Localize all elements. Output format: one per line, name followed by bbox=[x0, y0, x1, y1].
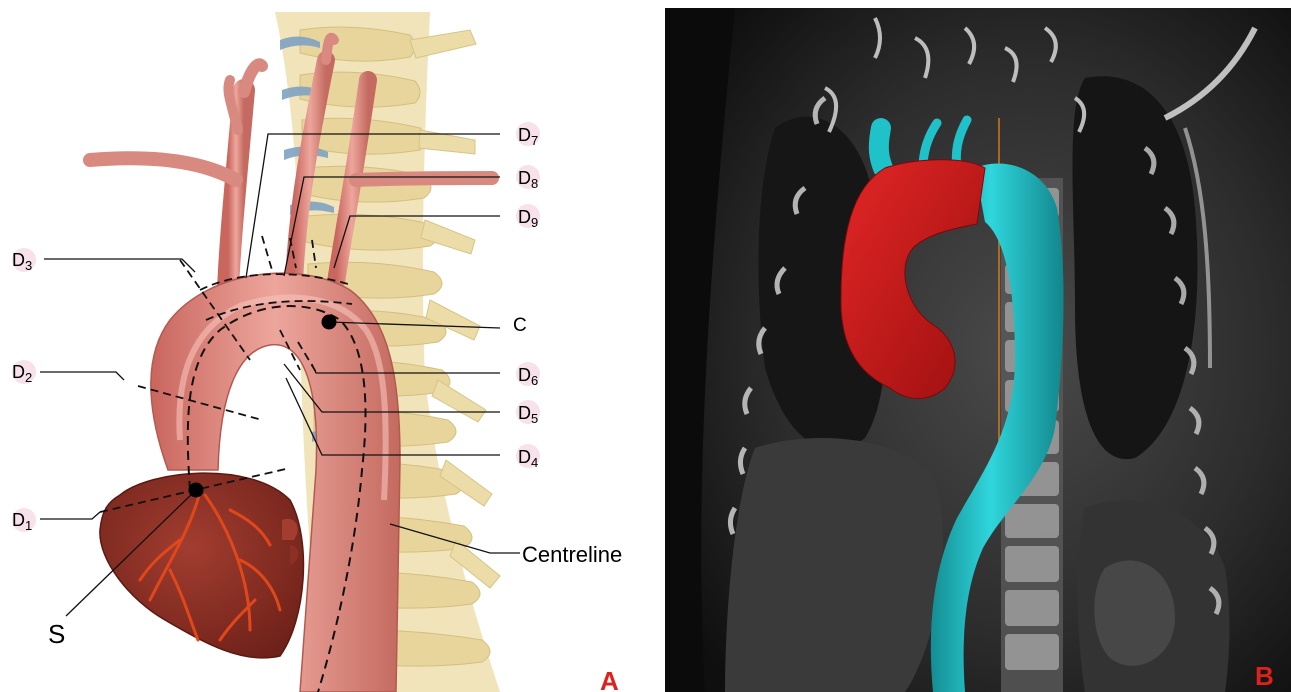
label-d9: D 9 bbox=[516, 204, 540, 230]
ct-segmentation: B bbox=[665, 8, 1291, 692]
label-d1: D 1 bbox=[12, 508, 36, 533]
svg-text:D: D bbox=[518, 403, 531, 423]
label-d6: D 6 bbox=[516, 362, 540, 388]
svg-text:5: 5 bbox=[531, 411, 538, 426]
label-d8: D 8 bbox=[516, 165, 540, 191]
svg-text:D: D bbox=[518, 365, 531, 385]
svg-text:8: 8 bbox=[531, 176, 538, 191]
label-d4: D 4 bbox=[516, 444, 540, 470]
svg-text:6: 6 bbox=[531, 373, 538, 388]
panel-label-b: B bbox=[1255, 661, 1274, 691]
heart bbox=[100, 473, 304, 658]
label-s: S bbox=[48, 619, 65, 649]
label-centreline: Centreline bbox=[522, 542, 622, 567]
svg-text:D: D bbox=[518, 447, 531, 467]
label-d5: D 5 bbox=[516, 400, 540, 426]
svg-text:3: 3 bbox=[25, 258, 32, 273]
label-d7: D 7 bbox=[516, 122, 540, 148]
svg-text:D: D bbox=[12, 510, 25, 530]
label-d2: D 2 bbox=[12, 360, 36, 385]
svg-text:2: 2 bbox=[25, 370, 32, 385]
svg-text:7: 7 bbox=[531, 133, 538, 148]
label-d3: D 3 bbox=[12, 248, 36, 273]
svg-text:D: D bbox=[518, 168, 531, 188]
svg-text:1: 1 bbox=[25, 518, 32, 533]
panel-b-ct-scan: B bbox=[665, 8, 1291, 692]
svg-text:D: D bbox=[518, 125, 531, 145]
svg-text:D: D bbox=[518, 207, 531, 227]
svg-text:4: 4 bbox=[531, 455, 538, 470]
svg-text:D: D bbox=[12, 250, 25, 270]
point-s bbox=[189, 483, 204, 498]
svg-text:9: 9 bbox=[531, 215, 538, 230]
panel-a-schematic: D 3 D 2 D 1 D 7 D 8 D 9 D 6 D 5 D 4 C bbox=[0, 0, 662, 692]
panel-label-a: A bbox=[600, 666, 619, 692]
label-c: C bbox=[513, 315, 527, 336]
svg-text:D: D bbox=[12, 362, 25, 382]
point-c bbox=[322, 315, 337, 330]
aorta-schematic: D 3 D 2 D 1 D 7 D 8 D 9 D 6 D 5 D 4 C bbox=[0, 0, 662, 692]
